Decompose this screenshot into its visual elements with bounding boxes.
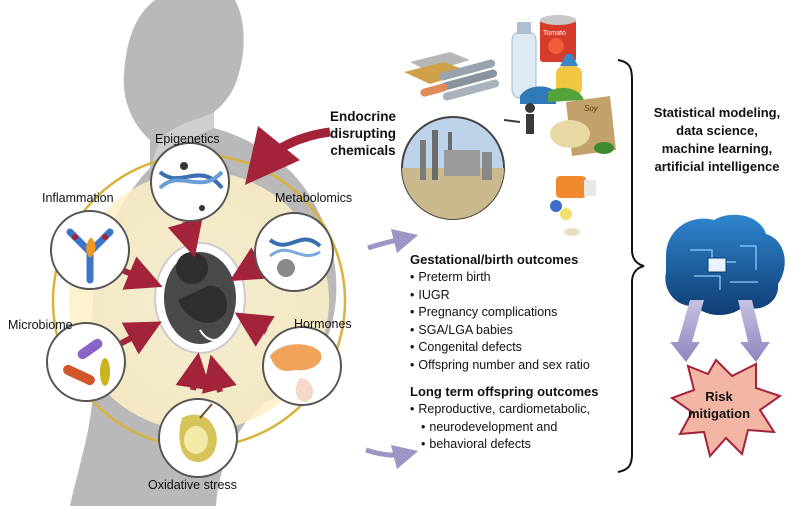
label-metabolomics: Metabolomics [275,191,353,205]
edc-arrow [244,126,331,185]
longterm-outcomes-title: Long term offspring outcomes [410,384,599,399]
outcome-arrow-bottom [365,444,419,470]
gestational-outcomes-panel: Gestational/birth outcomes Preterm birth… [410,252,590,374]
label-inflammation: Inflammation [42,191,114,205]
risk-line-1: Risk [705,389,733,404]
factor-arrows [116,217,275,394]
microbiome-circle [46,322,126,402]
edc-line-1: Endocrine [330,109,397,124]
fetus-in-womb [154,242,246,354]
inflammation-circle [50,210,130,290]
risk-mitigation-label: Risk mitigation [686,388,752,422]
risk-line-2: mitigation [687,406,751,421]
soy-bag-label: Soy [584,104,598,113]
analytics-line-1: Statistical modeling, [653,105,781,120]
brain-icon [665,214,785,315]
edc-line-3: chemicals [330,143,396,158]
list-item: Offspring number and sex ratio [410,357,589,375]
list-item: Congenital defects [410,339,590,357]
tomato-can-label: Tomato [543,30,566,37]
list-item-continued: behavioral defects [410,436,599,454]
analytics-line-4: artificial intelligence [654,159,780,174]
gold-bars-icon [404,52,470,84]
label-microbiome: Microbiome [8,318,73,332]
edc-line-2: disrupting [330,126,396,141]
factory-scene-icon [401,116,505,220]
gestational-outcomes-title: Gestational/birth outcomes [410,252,579,267]
list-item: Pregnancy complications [410,304,590,322]
list-item: Preterm birth [410,269,590,287]
toy-dinosaurs-icon [520,86,584,104]
metabolomics-circle [254,212,334,292]
analytics-line-3: machine learning, [661,141,773,156]
label-epigenetics: Epigenetics [155,132,220,146]
edc-label: Endocrine disrupting chemicals [330,108,396,159]
list-item: IUGR [410,287,590,305]
plastic-bottle-icon [511,22,537,99]
metal-pipes-icon [420,59,500,101]
list-item-continued: neurodevelopment and [410,419,599,437]
pill-bottle-icon [550,176,596,236]
brain-beams [670,300,770,362]
epigenetics-circle [150,142,230,222]
list-item: SGA/LGA babies [410,322,590,340]
risk-star [669,358,783,459]
spray-worker-icon [503,103,535,134]
longterm-outcomes-panel: Long term offspring outcomes Reproductiv… [410,384,599,454]
analytics-label: Statistical modeling, data science, mach… [640,104,794,176]
outcome-arrow-top [367,228,419,254]
oxidative-stress-circle [158,398,238,478]
label-hormones: Hormones [294,317,352,331]
hormones-circle [262,326,342,406]
right-brace [617,59,645,473]
longterm-outcomes-list: Reproductive, cardiometabolic, neurodeve… [410,401,599,454]
label-oxidative-stress: Oxidative stress [148,478,237,492]
tomato-can-icon [540,15,576,62]
soy-bag-icon [550,96,616,156]
analytics-line-2: data science, [676,123,758,138]
list-item: Reproductive, cardiometabolic, [410,401,599,419]
gestational-outcomes-list: Preterm birth IUGR Pregnancy complicatio… [410,269,590,375]
